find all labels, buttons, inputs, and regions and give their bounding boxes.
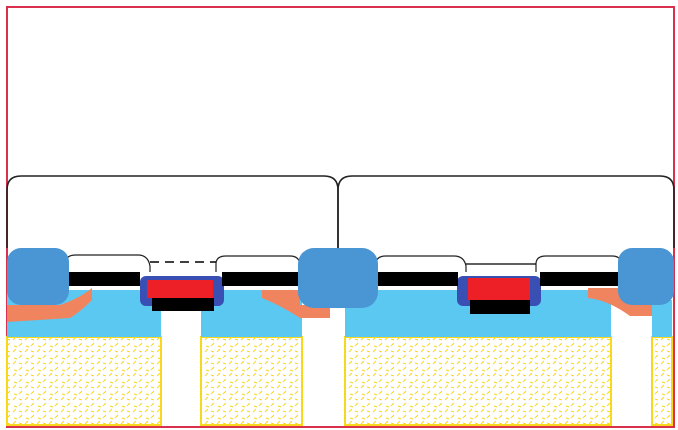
large-box-right <box>337 175 675 248</box>
large-rounded-boxes <box>6 175 675 248</box>
black-bar-2 <box>222 272 300 286</box>
cap-1 <box>65 254 151 272</box>
orange-region-mid <box>262 290 330 318</box>
substrate-blocks <box>6 336 673 426</box>
substrate-block-2 <box>200 336 303 426</box>
cap-2 <box>215 255 301 272</box>
substrate-block-1 <box>6 336 162 426</box>
gate-stack-2 <box>457 276 541 314</box>
blue-blocks <box>7 248 674 308</box>
black-bottom-bar-1 <box>152 298 214 311</box>
black-bars <box>66 272 620 286</box>
red-core-2 <box>468 278 530 300</box>
red-core-1 <box>147 280 213 298</box>
cap-3 <box>375 255 467 272</box>
large-box-left <box>6 175 339 248</box>
black-bar-4 <box>540 272 620 286</box>
light-blue-segment-4 <box>652 300 672 337</box>
substrate-block-4 <box>651 336 673 426</box>
blue-block-left <box>7 248 69 305</box>
blue-block-center <box>298 248 378 308</box>
black-bar-1 <box>66 272 140 286</box>
black-bar-3 <box>376 272 458 286</box>
cap-4 <box>535 255 623 272</box>
black-bottom-bar-2 <box>470 300 530 314</box>
gate-stack-1 <box>140 276 224 311</box>
substrate-block-3 <box>344 336 612 426</box>
blue-block-right <box>618 248 674 305</box>
